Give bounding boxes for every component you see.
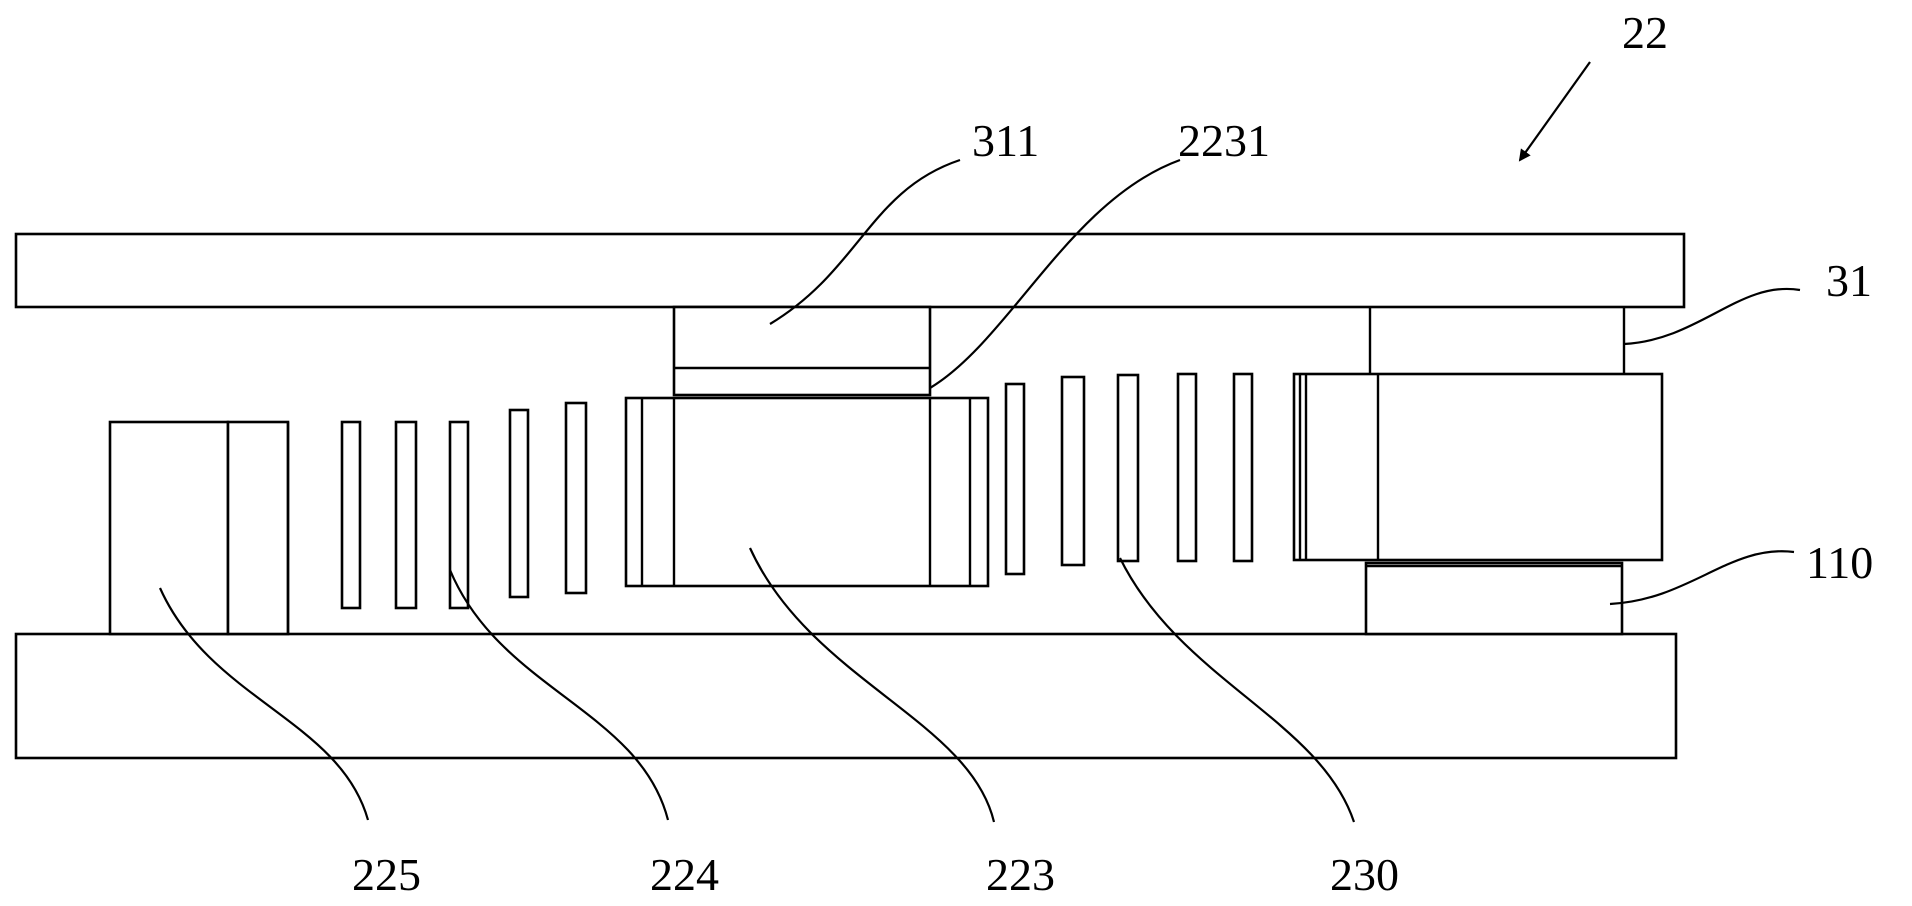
left-block [108,420,290,636]
label-31: 31 [1826,255,1872,306]
label-225: 225 [352,849,421,900]
fin [1060,375,1086,567]
label-2231: 2231 [1178,115,1270,166]
leader-230 [1119,557,1356,823]
label-22: 22 [1622,7,1668,58]
label-230: 230 [1330,849,1399,900]
lower-plate [14,632,1678,760]
fin [340,420,362,610]
fin [564,401,588,595]
fin [394,420,418,610]
fin [448,420,470,610]
label-311: 311 [972,115,1039,166]
right-block [1292,372,1664,562]
fin-group-right [1004,372,1254,576]
fin [1004,382,1026,576]
central-block-223 [624,396,990,588]
label-223: 223 [986,849,1055,900]
leader-223 [748,547,996,823]
pad-311 [672,305,932,397]
fin [508,408,530,599]
leader-311 [769,158,961,325]
fin [1176,372,1198,563]
fin [1232,372,1254,563]
fin-group-left [340,401,588,610]
leader-110 [1609,550,1795,606]
leader-224 [448,569,670,821]
upper-plate [14,232,1686,309]
leader-31 [1623,287,1801,346]
label-224: 224 [650,849,719,900]
pad-110 [1364,561,1624,636]
leader-2231 [929,158,1181,389]
assembly-arrow [1518,61,1591,162]
label-110: 110 [1806,537,1873,588]
fin [1116,373,1140,563]
right-support [1368,307,1626,374]
leader-225 [158,587,370,821]
